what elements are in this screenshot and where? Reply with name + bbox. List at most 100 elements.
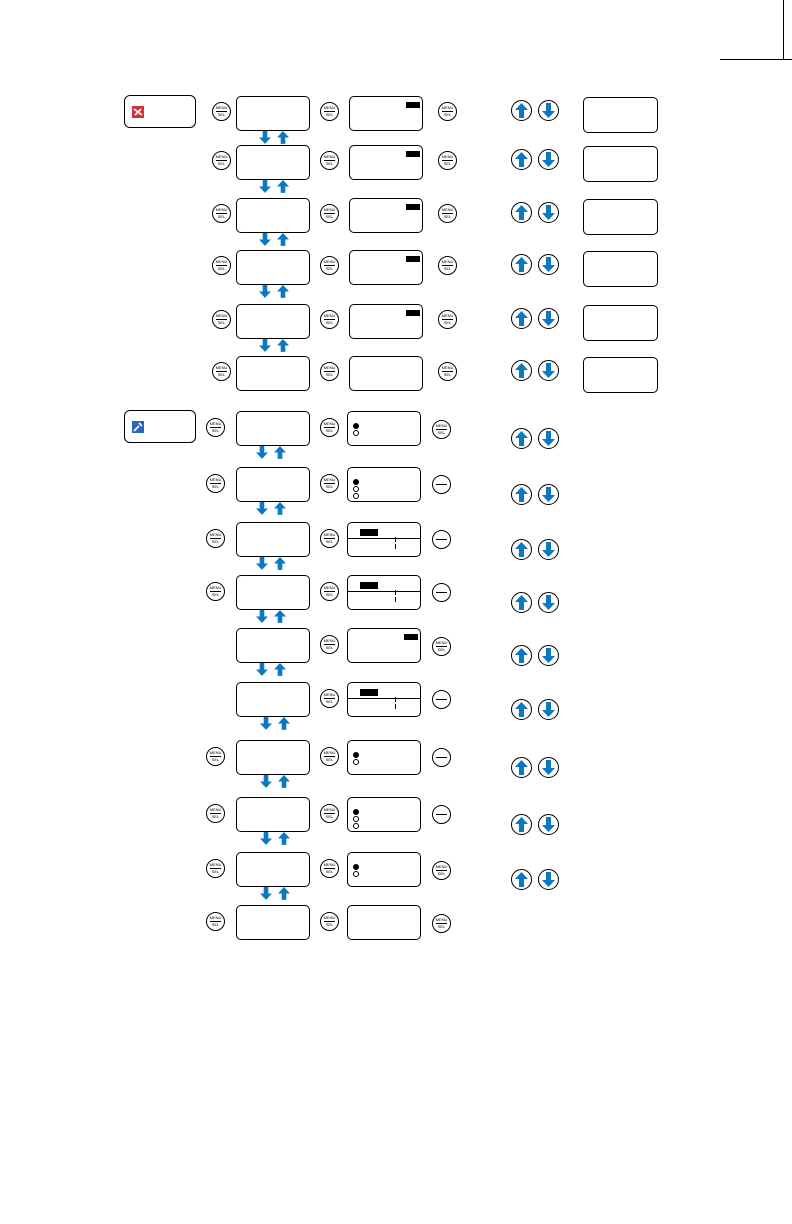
up-button[interactable] bbox=[511, 539, 532, 560]
up-button[interactable] bbox=[511, 645, 532, 666]
up-button[interactable] bbox=[511, 484, 532, 505]
down-button[interactable] bbox=[538, 484, 559, 505]
down-button[interactable] bbox=[538, 814, 559, 835]
up-button[interactable] bbox=[511, 100, 532, 121]
menu-divider bbox=[210, 868, 221, 869]
up-button[interactable] bbox=[511, 428, 532, 449]
up-button[interactable] bbox=[511, 360, 532, 381]
down-button[interactable] bbox=[538, 428, 559, 449]
sel-label: SEL bbox=[325, 112, 334, 117]
up-arrow-icon bbox=[274, 502, 286, 516]
value-screen bbox=[347, 905, 421, 940]
up-button[interactable] bbox=[511, 592, 532, 613]
blue-tools-card[interactable] bbox=[124, 410, 196, 443]
down-button[interactable] bbox=[538, 100, 559, 121]
menu-label: MENU bbox=[323, 915, 336, 920]
menu-divider bbox=[324, 538, 335, 539]
down-button[interactable] bbox=[538, 360, 559, 381]
down-button[interactable] bbox=[538, 869, 559, 890]
up-button[interactable] bbox=[511, 869, 532, 890]
bar-line bbox=[348, 698, 420, 699]
menu-label: MENU bbox=[323, 532, 336, 537]
sel-label: SEL bbox=[325, 320, 334, 325]
down-button[interactable] bbox=[538, 539, 559, 560]
up-button[interactable] bbox=[511, 814, 532, 835]
minus-button[interactable] bbox=[432, 583, 451, 602]
result-screen bbox=[583, 305, 658, 341]
menu-divider bbox=[216, 265, 227, 266]
up-button[interactable] bbox=[511, 149, 532, 170]
menu-divider bbox=[216, 213, 227, 214]
minus-button[interactable] bbox=[432, 690, 451, 709]
up-button[interactable] bbox=[511, 254, 532, 275]
radio-selected bbox=[353, 479, 359, 485]
menu-divider bbox=[210, 591, 221, 592]
up-button[interactable] bbox=[511, 308, 532, 329]
menu-label: MENU bbox=[441, 365, 454, 370]
down-button[interactable] bbox=[538, 699, 559, 720]
sel-label: SEL bbox=[325, 266, 334, 271]
down-button[interactable] bbox=[538, 202, 559, 223]
minus-button[interactable] bbox=[432, 805, 451, 824]
down-button[interactable] bbox=[538, 645, 559, 666]
down-button[interactable] bbox=[538, 254, 559, 275]
down-arrow-icon bbox=[260, 775, 272, 789]
minus-button[interactable] bbox=[432, 475, 451, 494]
red-settings-card[interactable] bbox=[124, 95, 196, 128]
value-screen bbox=[347, 411, 421, 446]
down-button[interactable] bbox=[538, 757, 559, 778]
up-button[interactable] bbox=[511, 202, 532, 223]
down-button[interactable] bbox=[538, 592, 559, 613]
menu-screen bbox=[236, 740, 310, 775]
menu-divider bbox=[210, 427, 221, 428]
minus-button[interactable] bbox=[432, 530, 451, 549]
menu-label: MENU bbox=[323, 477, 336, 482]
up-button[interactable] bbox=[511, 757, 532, 778]
up-button[interactable] bbox=[511, 699, 532, 720]
down-button[interactable] bbox=[538, 308, 559, 329]
down-button[interactable] bbox=[538, 149, 559, 170]
menu-divider bbox=[324, 111, 335, 112]
minus-button[interactable] bbox=[432, 748, 451, 767]
